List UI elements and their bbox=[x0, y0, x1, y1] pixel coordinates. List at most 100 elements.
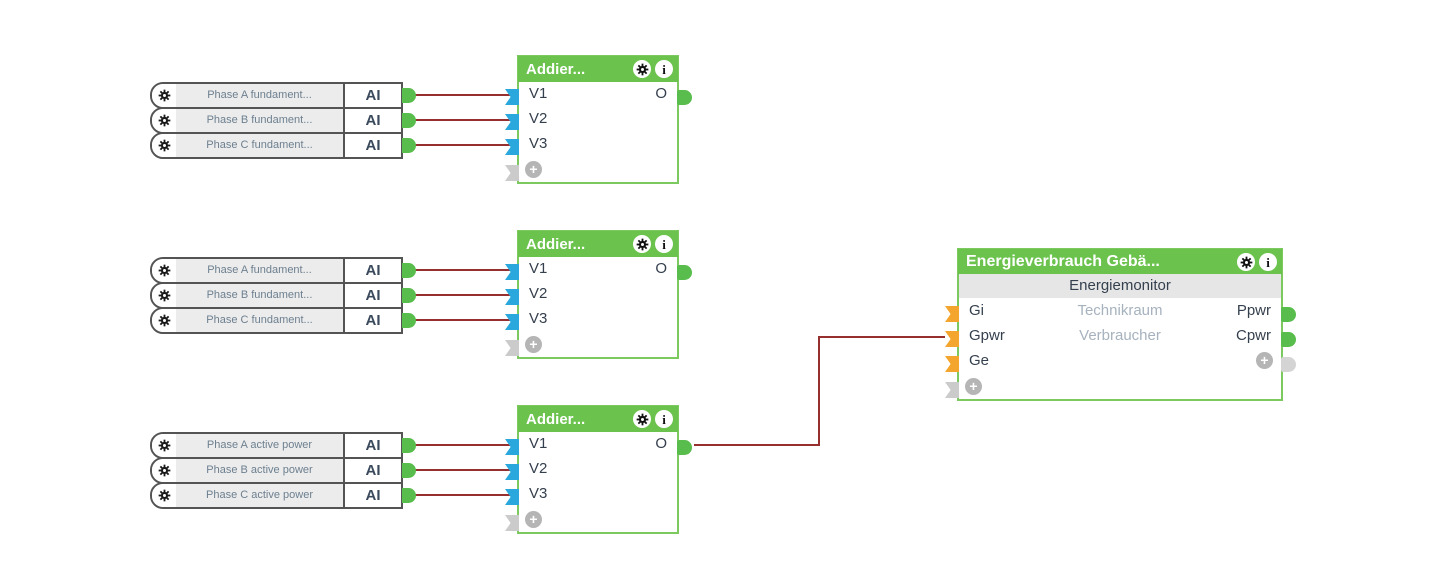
add-output-button[interactable]: + bbox=[1256, 352, 1273, 369]
wire[interactable] bbox=[408, 469, 510, 471]
input-block[interactable]: Phase B active power AI bbox=[150, 457, 416, 484]
wire[interactable] bbox=[818, 336, 820, 446]
output-connector[interactable] bbox=[677, 90, 692, 105]
input-block[interactable]: Phase A fundament... AI bbox=[150, 82, 416, 109]
gear-icon[interactable] bbox=[152, 109, 176, 132]
input-pill[interactable]: Phase B active power bbox=[150, 457, 345, 484]
input-connector[interactable] bbox=[505, 139, 519, 155]
input-connector-unused[interactable] bbox=[505, 165, 519, 181]
input-connector-unused[interactable] bbox=[945, 382, 959, 398]
output-connector[interactable] bbox=[1281, 332, 1296, 347]
wire[interactable] bbox=[408, 319, 510, 321]
gear-icon[interactable] bbox=[152, 284, 176, 307]
info-icon[interactable]: i bbox=[655, 410, 673, 428]
wire[interactable] bbox=[408, 119, 510, 121]
settings-icon[interactable] bbox=[1237, 253, 1255, 271]
wire[interactable] bbox=[408, 444, 510, 446]
input-pill[interactable]: Phase A active power bbox=[150, 432, 345, 459]
output-connector[interactable] bbox=[402, 88, 416, 103]
gear-icon[interactable] bbox=[152, 434, 176, 457]
output-connector[interactable] bbox=[402, 288, 416, 303]
output-connector[interactable] bbox=[1281, 307, 1296, 322]
input-pill[interactable]: Phase A fundament... bbox=[150, 257, 345, 284]
input-block[interactable]: Phase C fundament... AI bbox=[150, 132, 416, 159]
output-connector[interactable] bbox=[402, 313, 416, 328]
output-connector[interactable] bbox=[402, 488, 416, 503]
input-block[interactable]: Phase C active power AI bbox=[150, 482, 416, 509]
output-connector[interactable] bbox=[677, 440, 692, 455]
input-pill[interactable]: Phase C fundament... bbox=[150, 132, 345, 159]
input-port-label: V3 bbox=[529, 485, 548, 502]
wire[interactable] bbox=[408, 294, 510, 296]
add-input-button[interactable]: + bbox=[525, 335, 542, 353]
input-pill[interactable]: Phase C fundament... bbox=[150, 307, 345, 334]
input-connector[interactable] bbox=[505, 89, 519, 105]
wire[interactable] bbox=[408, 494, 510, 496]
gear-icon[interactable] bbox=[152, 459, 176, 482]
info-icon[interactable]: i bbox=[655, 60, 673, 78]
parameter-label: Technikraum bbox=[1077, 302, 1163, 319]
input-connector[interactable] bbox=[505, 114, 519, 130]
gear-icon[interactable] bbox=[152, 259, 176, 282]
energy-monitor-block[interactable]: Energieverbrauch Gebä... i Energiemonito… bbox=[945, 248, 1296, 401]
input-connector-unused[interactable] bbox=[505, 515, 519, 531]
gear-icon[interactable] bbox=[152, 134, 176, 157]
input-block[interactable]: Phase A active power AI bbox=[150, 432, 416, 459]
input-connector[interactable] bbox=[505, 314, 519, 330]
input-connector[interactable] bbox=[505, 439, 519, 455]
input-connector[interactable] bbox=[505, 464, 519, 480]
input-connector[interactable] bbox=[945, 356, 959, 372]
block-header[interactable]: Addier... i bbox=[518, 231, 678, 257]
settings-icon[interactable] bbox=[633, 60, 651, 78]
input-connector[interactable] bbox=[505, 264, 519, 280]
block-title: Addier... bbox=[526, 235, 586, 253]
block-header[interactable]: Addier... i bbox=[518, 406, 678, 432]
input-pill[interactable]: Phase B fundament... bbox=[150, 107, 345, 134]
input-block[interactable]: Phase C fundament... AI bbox=[150, 307, 416, 334]
output-connector[interactable] bbox=[402, 113, 416, 128]
input-block[interactable]: Phase B fundament... AI bbox=[150, 107, 416, 134]
info-icon[interactable]: i bbox=[655, 235, 673, 253]
gear-icon[interactable] bbox=[152, 484, 176, 507]
wire[interactable] bbox=[408, 269, 510, 271]
wire[interactable] bbox=[408, 94, 510, 96]
output-connector[interactable] bbox=[677, 265, 692, 280]
input-pill[interactable]: Phase C active power bbox=[150, 482, 345, 509]
settings-icon[interactable] bbox=[633, 410, 651, 428]
output-connector[interactable] bbox=[402, 138, 416, 153]
block-title: Addier... bbox=[526, 410, 586, 428]
add-input-button[interactable]: + bbox=[525, 160, 542, 178]
input-connector[interactable] bbox=[505, 489, 519, 505]
block-title: Energieverbrauch Gebä... bbox=[966, 253, 1160, 270]
block-header[interactable]: Addier... i bbox=[518, 56, 678, 82]
input-block[interactable]: Phase A fundament... AI bbox=[150, 257, 416, 284]
output-connector[interactable] bbox=[402, 438, 416, 453]
input-port-label: Ge bbox=[969, 352, 990, 369]
gear-icon[interactable] bbox=[152, 309, 176, 332]
wire[interactable] bbox=[408, 144, 510, 146]
input-connector-unused[interactable] bbox=[505, 340, 519, 356]
input-block[interactable]: Phase B fundament... AI bbox=[150, 282, 416, 309]
input-connector[interactable] bbox=[945, 306, 959, 322]
output-connector[interactable] bbox=[402, 263, 416, 278]
input-port-label: Gi bbox=[969, 302, 984, 319]
gear-icon[interactable] bbox=[152, 84, 176, 107]
output-connector[interactable] bbox=[402, 463, 416, 478]
input-connector[interactable] bbox=[945, 331, 959, 347]
block-header[interactable]: Energieverbrauch Gebä... i bbox=[958, 249, 1282, 275]
settings-icon[interactable] bbox=[633, 235, 651, 253]
input-pill[interactable]: Phase B fundament... bbox=[150, 282, 345, 309]
output-connector-unused[interactable] bbox=[1281, 357, 1296, 372]
wire[interactable] bbox=[818, 336, 945, 338]
port-type-badge: AI bbox=[343, 307, 403, 334]
input-connector[interactable] bbox=[505, 289, 519, 305]
wire[interactable] bbox=[694, 444, 820, 446]
add-input-button[interactable]: + bbox=[525, 510, 542, 528]
info-icon[interactable]: i bbox=[1259, 253, 1277, 271]
add-input-button[interactable]: + bbox=[965, 377, 982, 395]
input-pill[interactable]: Phase A fundament... bbox=[150, 82, 345, 109]
